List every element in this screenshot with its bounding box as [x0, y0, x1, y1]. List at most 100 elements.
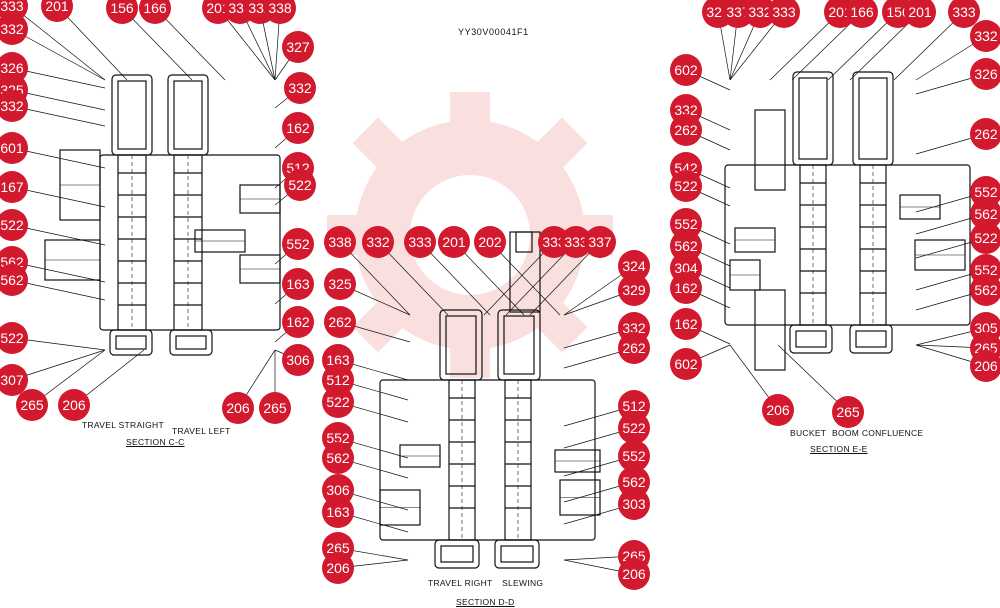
callout-bubble: [322, 364, 354, 396]
valve-sections: [44, 71, 971, 569]
callout-number: 265: [326, 540, 350, 556]
callout-bubble: [670, 114, 702, 146]
callout-cc-156: 156: [106, 0, 138, 24]
callout-bubble: [670, 230, 702, 262]
callout-bubble: [324, 268, 356, 300]
callout-number: 552: [326, 430, 350, 446]
callout-ee-602: 602: [670, 348, 702, 380]
callout-number: 201: [908, 4, 932, 20]
callout-number: 206: [226, 400, 250, 416]
callout-bubble: [324, 226, 356, 258]
callout-ee-522: 522: [670, 170, 702, 202]
callout-bubble: [970, 118, 1000, 150]
callout-number: 326: [0, 60, 24, 76]
leader-line: [453, 241, 525, 316]
callout-number: 552: [286, 236, 310, 252]
callout-number: 156: [886, 4, 910, 20]
callout-number: 307: [0, 372, 24, 388]
callout-number: 325: [328, 276, 352, 292]
callout-bubble: [282, 228, 314, 260]
callout-number: 326: [974, 66, 998, 82]
callout-ee-332: 332: [744, 0, 776, 28]
leader-lines: [11, 5, 987, 575]
callout-bubble: [538, 226, 570, 258]
callout-number: 162: [286, 120, 310, 136]
callout-dd-163: 163: [322, 496, 354, 528]
callout-bubble: [618, 440, 650, 472]
callout-bubble: [282, 306, 314, 338]
callout-bubble: [0, 132, 28, 164]
callout-number: 166: [143, 0, 167, 16]
callout-cc-522: 522: [284, 169, 316, 201]
callout-bubble: [618, 558, 650, 590]
callout-bubble: [0, 13, 28, 45]
callout-bubble: [322, 474, 354, 506]
callout-number: 332: [366, 234, 390, 250]
callout-bubble: [970, 20, 1000, 52]
callout-bubble: [282, 31, 314, 63]
callout-number: 332: [0, 98, 24, 114]
callout-ee-326: 326: [970, 58, 1000, 90]
callout-cc-162: 162: [282, 306, 314, 338]
callout-bubble: [0, 90, 28, 122]
callout-cc-163: 163: [282, 268, 314, 300]
callout-ee-206: 206: [762, 394, 794, 426]
callout-number: 163: [286, 276, 310, 292]
callout-bubble: [670, 272, 702, 304]
callout-dd-333: 333: [404, 226, 436, 258]
callout-number: 305: [974, 320, 998, 336]
callout-number: 262: [622, 340, 646, 356]
leader-line: [777, 344, 849, 413]
callout-number: 562: [974, 282, 998, 298]
callout-number: 601: [0, 140, 24, 156]
callout-number: 552: [974, 262, 998, 278]
callout-bubble: [618, 488, 650, 520]
callout-bubble: [322, 442, 354, 474]
leader-line: [339, 241, 411, 316]
callout-bubble: [618, 390, 650, 422]
callout-dd-337: 337: [584, 226, 616, 258]
callout-bubble: [584, 226, 616, 258]
callout-bubble: [0, 264, 28, 296]
callout-number: 201: [442, 234, 466, 250]
callout-ee-562: 562: [670, 230, 702, 262]
callout-bubble: [618, 466, 650, 498]
callout-number: 265: [263, 400, 287, 416]
callout-number: 206: [326, 560, 350, 576]
callout-bubble: [322, 386, 354, 418]
callout-bubble: [618, 250, 650, 282]
callout-number: 156: [110, 0, 134, 16]
callout-dd-522: 522: [322, 386, 354, 418]
callout-number: 265: [20, 397, 44, 413]
callout-number: 562: [326, 450, 350, 466]
callout-number: 332: [674, 102, 698, 118]
leader-line: [56, 5, 128, 81]
callout-dd-333: 333: [538, 226, 570, 258]
callout-dd-522: 522: [618, 412, 650, 444]
callout-cc-522: 522: [0, 209, 28, 241]
callout-number: 562: [674, 238, 698, 254]
callout-cc-167: 167: [0, 171, 28, 203]
callout-number: 562: [622, 474, 646, 490]
callout-ee-522: 522: [970, 222, 1000, 254]
callout-bubble: [0, 322, 28, 354]
callout-bubble: [282, 268, 314, 300]
callout-bubble: [768, 0, 800, 28]
callout-number: 337: [726, 4, 750, 20]
callout-number: 552: [974, 184, 998, 200]
callout-cc-307: 307: [0, 364, 28, 396]
callout-cc-552: 552: [282, 228, 314, 260]
leader-line: [893, 11, 965, 81]
callout-bubble: [259, 392, 291, 424]
callout-dd-262: 262: [618, 332, 650, 364]
callout-number: 338: [268, 0, 292, 16]
callout-number: 333: [542, 234, 566, 250]
callout-number: 162: [674, 316, 698, 332]
callout-bubble: [948, 0, 980, 28]
callout-ee-562: 562: [970, 198, 1000, 230]
callout-bubble: [264, 0, 296, 24]
callout-cc-601: 601: [0, 132, 28, 164]
section-dd-title: SECTION D-D: [456, 597, 515, 607]
callout-number: 337: [588, 234, 612, 250]
callout-number: 333: [0, 0, 24, 14]
